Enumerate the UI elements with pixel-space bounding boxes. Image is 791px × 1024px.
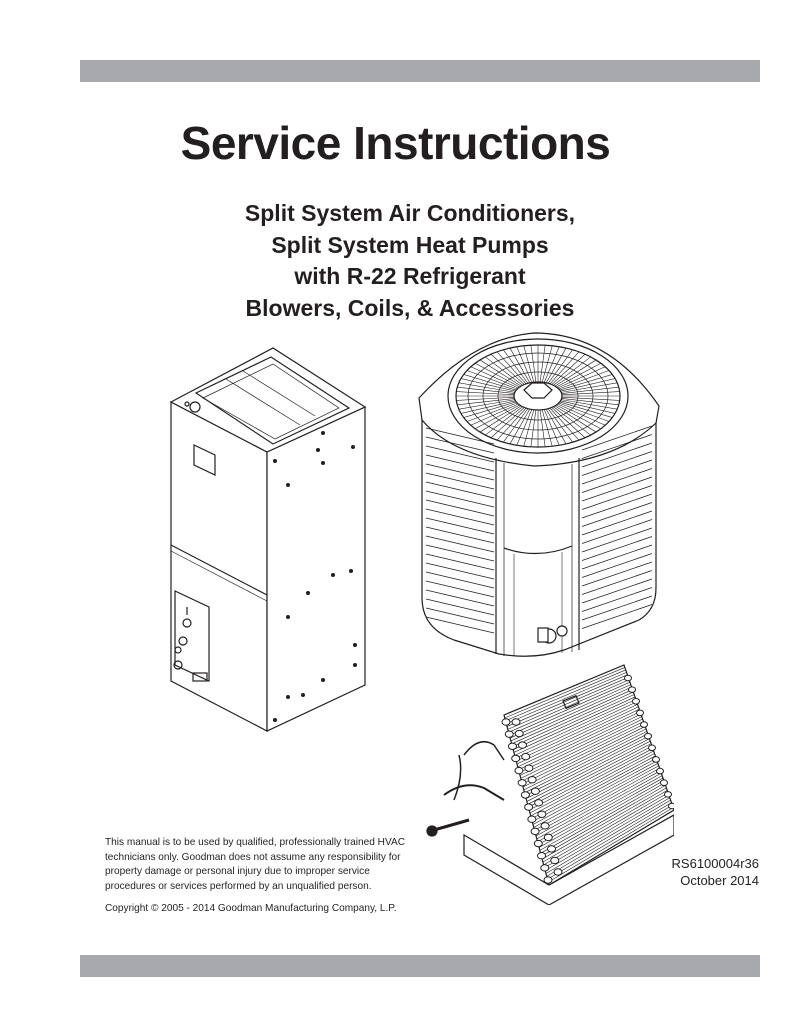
bottom-footer-band [80, 955, 760, 977]
top-header-band [80, 60, 760, 82]
subtitle-line: Blowers, Coils, & Accessories [245, 294, 575, 321]
copyright-notice: Copyright © 2005 - 2014 Goodman Manufact… [105, 903, 397, 914]
document-number: RS6100004r36 [671, 856, 759, 871]
evaporator-coil-illustration [426, 664, 674, 905]
subtitle-line: Split System Heat Pumps [271, 231, 549, 258]
document-subtitle: Split System Air Conditioners, Split Sys… [0, 198, 791, 324]
subtitle-line: with R-22 Refrigerant [294, 263, 526, 289]
document-title: Service Instructions [180, 117, 611, 169]
document-id-block: RS6100004r36 October 2014 [672, 855, 759, 889]
disclaimer-line: procedures or services performed by an u… [105, 880, 372, 892]
disclaimer-line: technicians only. Goodman does not assum… [105, 851, 401, 863]
document-date: October 2014 [680, 873, 759, 888]
disclaimer-line: property damage or personal injury due t… [105, 866, 370, 877]
disclaimer-line: This manual is to be used by qualified, … [105, 837, 405, 848]
condenser-unit-illustration [418, 332, 660, 657]
subtitle-line: Split System Air Conditioners, [244, 200, 576, 226]
disclaimer-text: This manual is to be used by qualified, … [105, 836, 435, 894]
air-handler-illustration [169, 347, 367, 732]
